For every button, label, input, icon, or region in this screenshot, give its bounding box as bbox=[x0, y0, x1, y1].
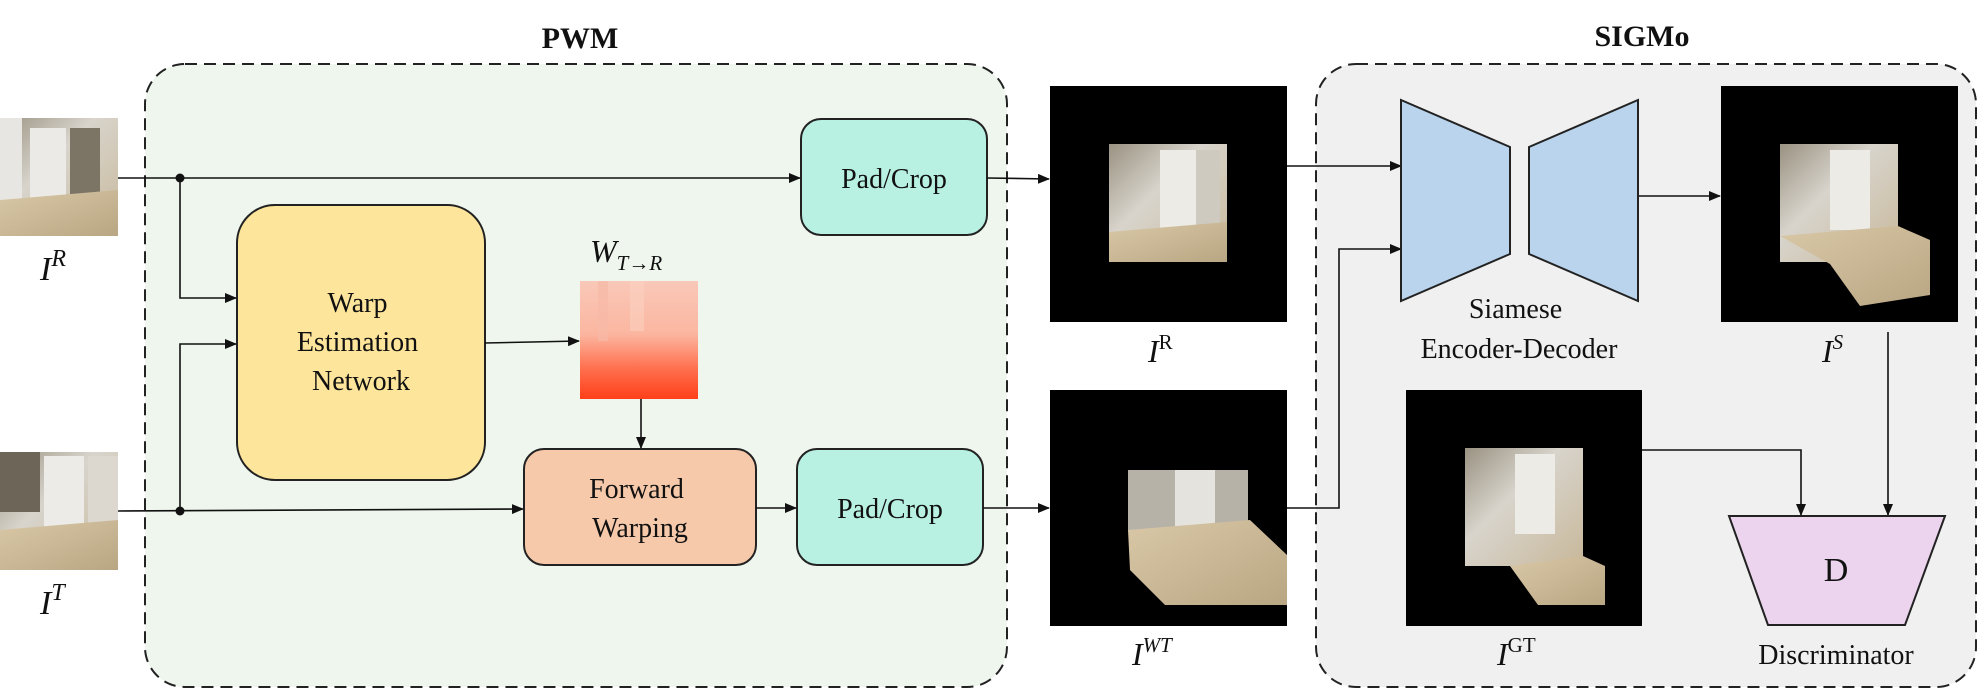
ground-truth-image bbox=[1406, 390, 1642, 626]
warp-estimation-network-label: Warp Estimation Network bbox=[297, 288, 425, 397]
pad-crop-bottom-box bbox=[796, 448, 984, 566]
pad-crop-bottom-label: Pad/Crop bbox=[837, 494, 943, 525]
siamese-encoder-decoder-shape bbox=[1400, 98, 1639, 303]
pad-crop-top-label: Pad/Crop bbox=[841, 164, 947, 195]
discriminator-label: Discriminator bbox=[1758, 640, 1914, 671]
siamese-encoder-decoder-label: Siamese Encoder-Decoder bbox=[1421, 294, 1619, 365]
junction-dot-bottom bbox=[175, 506, 185, 516]
iwt-output-label: IWT bbox=[1131, 633, 1173, 672]
forward-warping-label: Forward Warping bbox=[589, 474, 691, 544]
is-output-label: IS bbox=[1821, 330, 1844, 369]
junction-dot-top bbox=[175, 173, 185, 183]
connectors bbox=[117, 161, 1893, 516]
ir-input-label: IR bbox=[39, 246, 66, 288]
it-input-label: IT bbox=[39, 580, 66, 622]
padded-reference-image bbox=[1050, 86, 1287, 322]
discriminator-letter: D bbox=[1824, 552, 1849, 589]
warp-field-label: WT→R bbox=[590, 233, 662, 275]
discriminator-shape bbox=[1727, 515, 1947, 626]
warped-target-image bbox=[1050, 390, 1287, 626]
pwm-title: PWM bbox=[542, 22, 619, 55]
synthesized-image bbox=[1721, 86, 1958, 322]
pad-crop-top-box bbox=[800, 118, 988, 236]
sigmo-title: SIGMo bbox=[1594, 20, 1689, 53]
ir-output-label: IR bbox=[1147, 330, 1173, 369]
forward-warping-box bbox=[523, 448, 757, 566]
target-image-thumbnail bbox=[0, 452, 118, 570]
reference-image-thumbnail bbox=[0, 118, 118, 236]
igt-label: IGT bbox=[1496, 633, 1536, 672]
warp-field-image bbox=[580, 281, 698, 399]
